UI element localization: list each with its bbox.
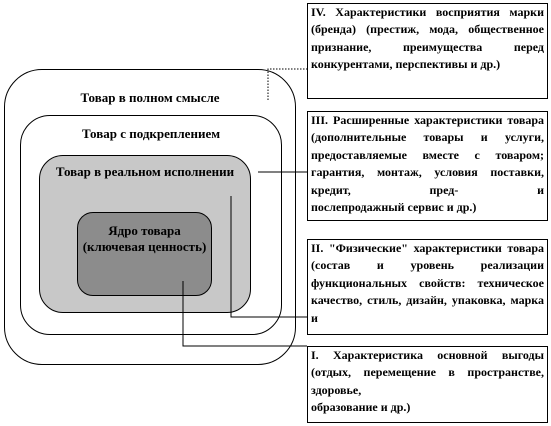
description-iv-last-line: конкурентами, перспективы и др.) (311, 57, 501, 72)
description-iv-brand-perception: IV. Характеристики восприятия марки (бре… (307, 3, 548, 99)
description-iv-text: IV. Характеристики восприятия марки (бре… (311, 5, 544, 54)
description-ii-text: II. "Физические" характеристики товара (… (311, 241, 544, 325)
description-iii-text: III. Расширенные характеристики товара (… (311, 113, 544, 197)
description-i-last-line: образование и др.) (311, 400, 411, 415)
description-iii-last-line: послепродажный сервис и др.) (311, 200, 477, 215)
layer-actual-product-label: Товар в реальном исполнении (55, 164, 235, 179)
description-i-text: I. Характеристика основной выгоды (отдых… (311, 348, 544, 397)
layer-full-product-label: Товар в полном смысле (80, 90, 220, 105)
layer-core-product: Ядро товара (ключевая ценность) (77, 212, 212, 296)
layer-core-product-label: Ядро товара (ключевая ценность) (82, 223, 207, 254)
description-ii-physical: II. "Физические" характеристики товара (… (307, 239, 548, 335)
description-i-core-benefit: I. Характеристика основной выгоды (отдых… (307, 346, 548, 423)
description-iii-augmented: III. Расширенные характеристики товара (… (307, 111, 548, 221)
layer-augmented-product-label: Товар с подкреплением (81, 126, 221, 141)
